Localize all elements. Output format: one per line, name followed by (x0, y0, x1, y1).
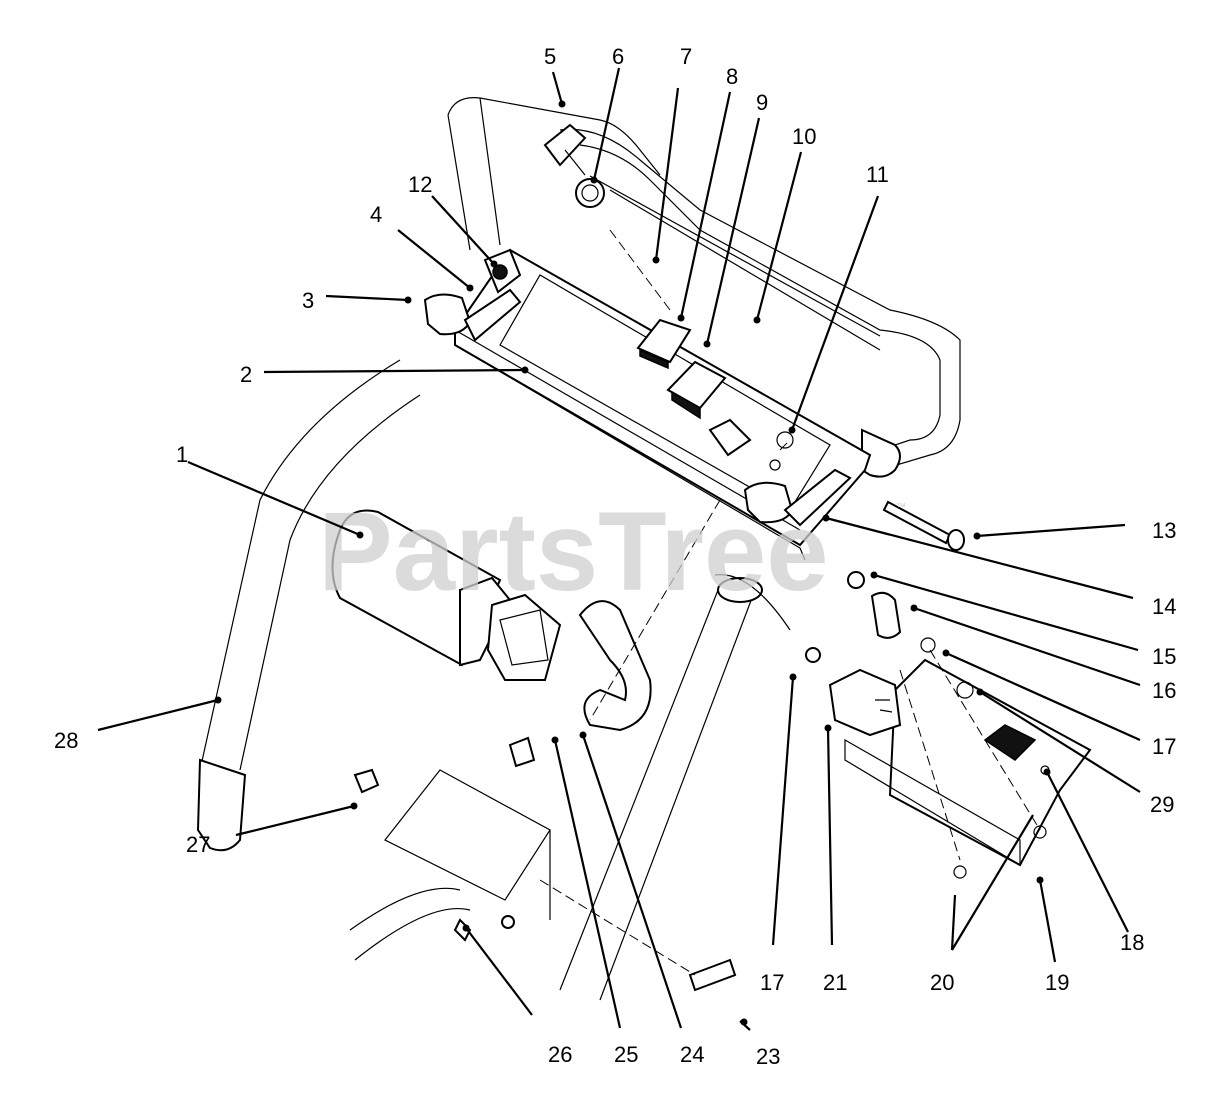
callout-29: 29 (1150, 792, 1174, 817)
leader-dots (214, 100, 1051, 1026)
line-art (196, 97, 1092, 1001)
callout-2: 2 (240, 362, 252, 387)
callout-16: 16 (1152, 678, 1176, 703)
callout-6: 6 (612, 44, 624, 69)
callout-8: 8 (726, 64, 738, 89)
callout-11: 11 (866, 162, 889, 187)
watermark-trademark: ™ (896, 502, 906, 513)
callout-28: 28 (54, 728, 78, 753)
callout-19: 19 (1045, 970, 1069, 995)
callout-18: 18 (1120, 930, 1144, 955)
callout-20: 20 (930, 970, 954, 995)
callout-12: 12 (408, 172, 432, 197)
callout-7: 7 (680, 44, 692, 69)
callout-17-bottom: 17 (760, 970, 784, 995)
callout-labels: 1 2 3 4 5 6 7 8 9 10 11 12 13 14 15 16 1… (54, 44, 1176, 1069)
callout-15: 15 (1152, 644, 1176, 669)
callout-10: 10 (792, 124, 816, 149)
callout-9: 9 (756, 90, 768, 115)
callout-21: 21 (823, 970, 847, 995)
callout-17-right: 17 (1152, 734, 1176, 759)
leader-lines (97, 67, 1141, 1031)
callout-3: 3 (302, 288, 314, 313)
callout-14: 14 (1152, 594, 1176, 619)
callout-23: 23 (756, 1044, 780, 1069)
callout-25: 25 (614, 1042, 638, 1067)
callout-1: 1 (176, 442, 188, 467)
watermark: PartsTree (318, 489, 829, 614)
callout-13: 13 (1152, 518, 1176, 543)
callout-4: 4 (370, 202, 382, 227)
callout-27: 27 (186, 832, 210, 857)
callout-26: 26 (548, 1042, 572, 1067)
callout-24: 24 (680, 1042, 704, 1067)
callout-5: 5 (544, 44, 556, 69)
